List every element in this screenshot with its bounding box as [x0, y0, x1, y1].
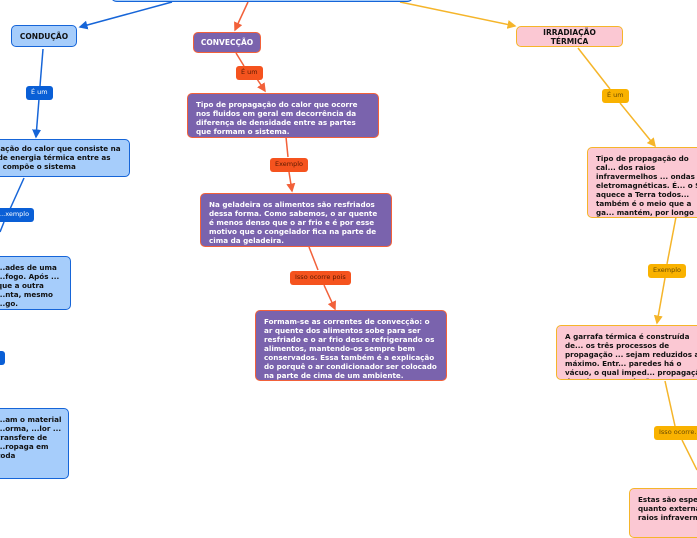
link-root-conveccao	[234, 1, 249, 32]
conducao-title: CONDUÇÃO	[19, 31, 69, 41]
link-root-conducao	[78, 1, 173, 30]
link-def-exemplo	[9, 177, 25, 210]
irradiacao-link-e-um[interactable]: É um	[602, 89, 629, 103]
irradiacao-example[interactable]: A garrafa térmica é construída de... os …	[556, 325, 697, 380]
conducao-definition[interactable]: ...gação do calor que consiste na ... de…	[0, 139, 130, 177]
link-root-irradiacao	[399, 1, 517, 29]
link-conducao-eum	[39, 48, 44, 87]
conveccao-title: CONVECÇÃO	[200, 38, 254, 47]
conducao-link-e-um[interactable]: É um	[26, 86, 53, 100]
irradiacao-explanation[interactable]: Estas são espel... quanto externa... rai…	[629, 488, 697, 538]
irradiacao-title: IRRADIAÇÃO TÉRMICA	[543, 27, 596, 46]
conveccao-link-e-um[interactable]: É um	[236, 66, 263, 80]
conducao-link-3[interactable]	[0, 351, 5, 365]
conveccao-example[interactable]: Na geladeira os alimentos são resfriados…	[200, 193, 392, 247]
conducao-topic[interactable]: CONDUÇÃO	[11, 25, 77, 47]
conducao-link-exemplo[interactable]: ...xemplo	[0, 208, 35, 222]
irradiacao-definition[interactable]: Tipo de propagação do cal... dos raios i…	[587, 147, 697, 218]
conveccao-link-exemplo[interactable]: Exemplo	[270, 158, 308, 172]
irradiacao-topic[interactable]: IRRADIAÇÃO TÉRMICA	[516, 26, 623, 47]
irradiacao-link-exemplo[interactable]: Exemplo	[648, 264, 686, 278]
conveccao-link-isso-ocorre-pois[interactable]: Isso ocorre pois	[290, 271, 351, 285]
conveccao-explanation[interactable]: Formam-se as correntes de convecção: o a…	[255, 310, 447, 381]
root-node[interactable]	[110, 0, 414, 2]
conducao-example[interactable]: ...ades de uma ...fogo. Após ... que a o…	[0, 256, 71, 310]
conveccao-definition[interactable]: Tipo de propagação do calor que ocorre n…	[187, 93, 379, 138]
link-eum-def	[32, 98, 42, 139]
connector-lines	[0, 1, 697, 471]
conveccao-topic[interactable]: CONVECÇÃO	[193, 32, 261, 53]
conducao-explanation[interactable]: ...am o material ...orma, ...lor ... tra…	[0, 408, 69, 479]
irradiacao-link-isso-ocorre[interactable]: Isso ocorre...	[654, 426, 697, 440]
